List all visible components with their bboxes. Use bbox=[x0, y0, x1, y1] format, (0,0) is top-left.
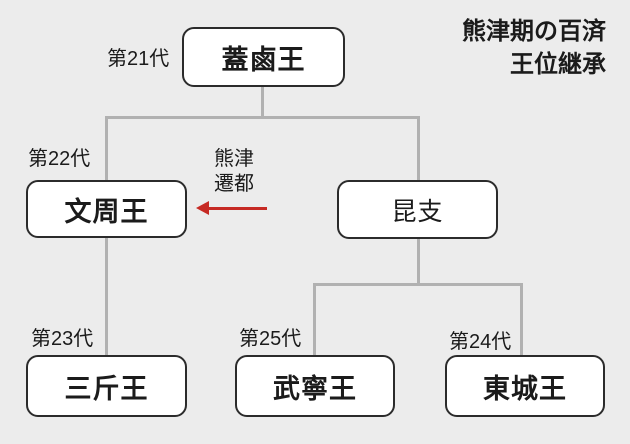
relocation-note: 熊津 遷都 bbox=[214, 147, 254, 197]
connector-drop-dongseong bbox=[520, 283, 523, 356]
node-samgeun-king: 三斤王 bbox=[26, 355, 187, 417]
relocation-note-line1: 熊津 bbox=[214, 148, 254, 170]
node-muryeong-king: 武寧王 bbox=[235, 355, 395, 417]
relocation-arrow-icon bbox=[196, 201, 209, 215]
node-gaero-king: 蓋鹵王 bbox=[182, 27, 345, 87]
connector-drop-munju bbox=[105, 116, 108, 181]
diagram-title-line1: 熊津期の百済 bbox=[462, 18, 606, 45]
connector-top-branch bbox=[105, 116, 420, 119]
relocation-arrow-shaft bbox=[208, 207, 267, 210]
node-dongseong-king: 東城王 bbox=[445, 355, 605, 417]
connector-bottom-branch bbox=[313, 283, 523, 286]
node-gonji: 昆支 bbox=[337, 180, 498, 239]
diagram-title-line2: 王位継承 bbox=[510, 51, 606, 78]
connector-gaero-stem bbox=[261, 87, 264, 117]
connector-munju-samgeun bbox=[105, 237, 108, 356]
generation-label-23: 第23代 bbox=[31, 328, 94, 350]
generation-label-21: 第21代 bbox=[107, 48, 170, 70]
connector-gonji-stem bbox=[417, 238, 420, 285]
diagram-title: 熊津期の百済 王位継承 bbox=[462, 15, 606, 81]
node-munju-king: 文周王 bbox=[26, 180, 187, 238]
generation-label-24: 第24代 bbox=[449, 331, 512, 353]
connector-drop-gonji bbox=[417, 116, 420, 181]
generation-label-22: 第22代 bbox=[28, 148, 91, 170]
generation-label-25: 第25代 bbox=[239, 328, 302, 350]
connector-drop-muryeong bbox=[313, 283, 316, 356]
relocation-note-line2: 遷都 bbox=[214, 173, 254, 195]
